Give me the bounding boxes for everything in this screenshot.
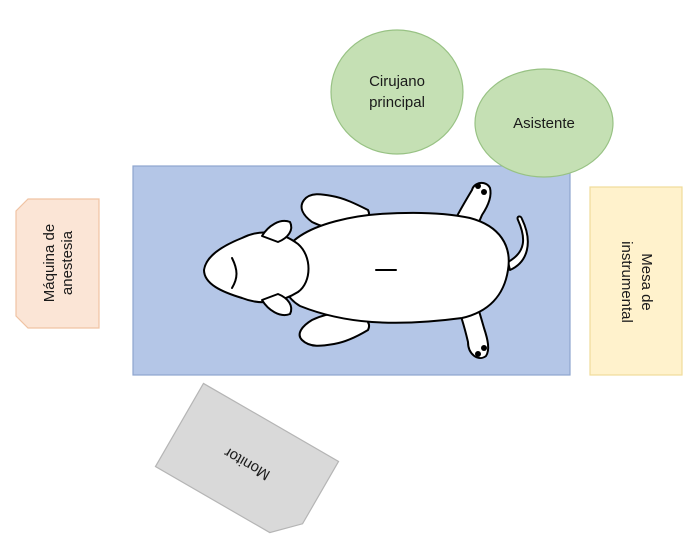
dog-ear-lower [261, 293, 293, 316]
principal-surgeon: Cirujano principal [330, 29, 464, 155]
dog-body [279, 211, 510, 324]
paw-pad [475, 183, 481, 189]
instrument-table: Mesa de instrumental [589, 186, 683, 376]
monitor: Monitor [154, 382, 340, 534]
dog-head [203, 231, 310, 304]
paw-pad [481, 189, 487, 195]
dog-tail [507, 215, 529, 271]
patient-dog-outline [203, 182, 529, 360]
assistant-circle [474, 68, 614, 178]
instrument-table-shape [589, 186, 683, 376]
assistant: Asistente [474, 68, 614, 178]
anesthesia-machine-label-line2: anestesia [59, 230, 76, 295]
dog-snout-line [231, 257, 238, 289]
instrument-table-label-line1: Mesa de [638, 253, 655, 311]
principal-surgeon-circle [330, 29, 464, 155]
anesthesia-machine-label-line1: Máquina de [41, 224, 58, 302]
anesthesia-machine: Máquina de anestesia [15, 198, 100, 329]
principal-surgeon-label-line1: Cirujano [369, 73, 425, 90]
principal-surgeon-label-line2: principal [369, 94, 425, 111]
monitor-shape [154, 382, 340, 534]
assistant-label: Asistente [513, 115, 575, 132]
paw-pad [481, 345, 487, 351]
instrument-table-label-line2: instrumental [618, 241, 635, 323]
paw-pad [475, 351, 481, 357]
anesthesia-machine-shape [15, 198, 100, 329]
dog-paw-pads [475, 183, 487, 357]
dog-ear-upper [261, 220, 293, 243]
